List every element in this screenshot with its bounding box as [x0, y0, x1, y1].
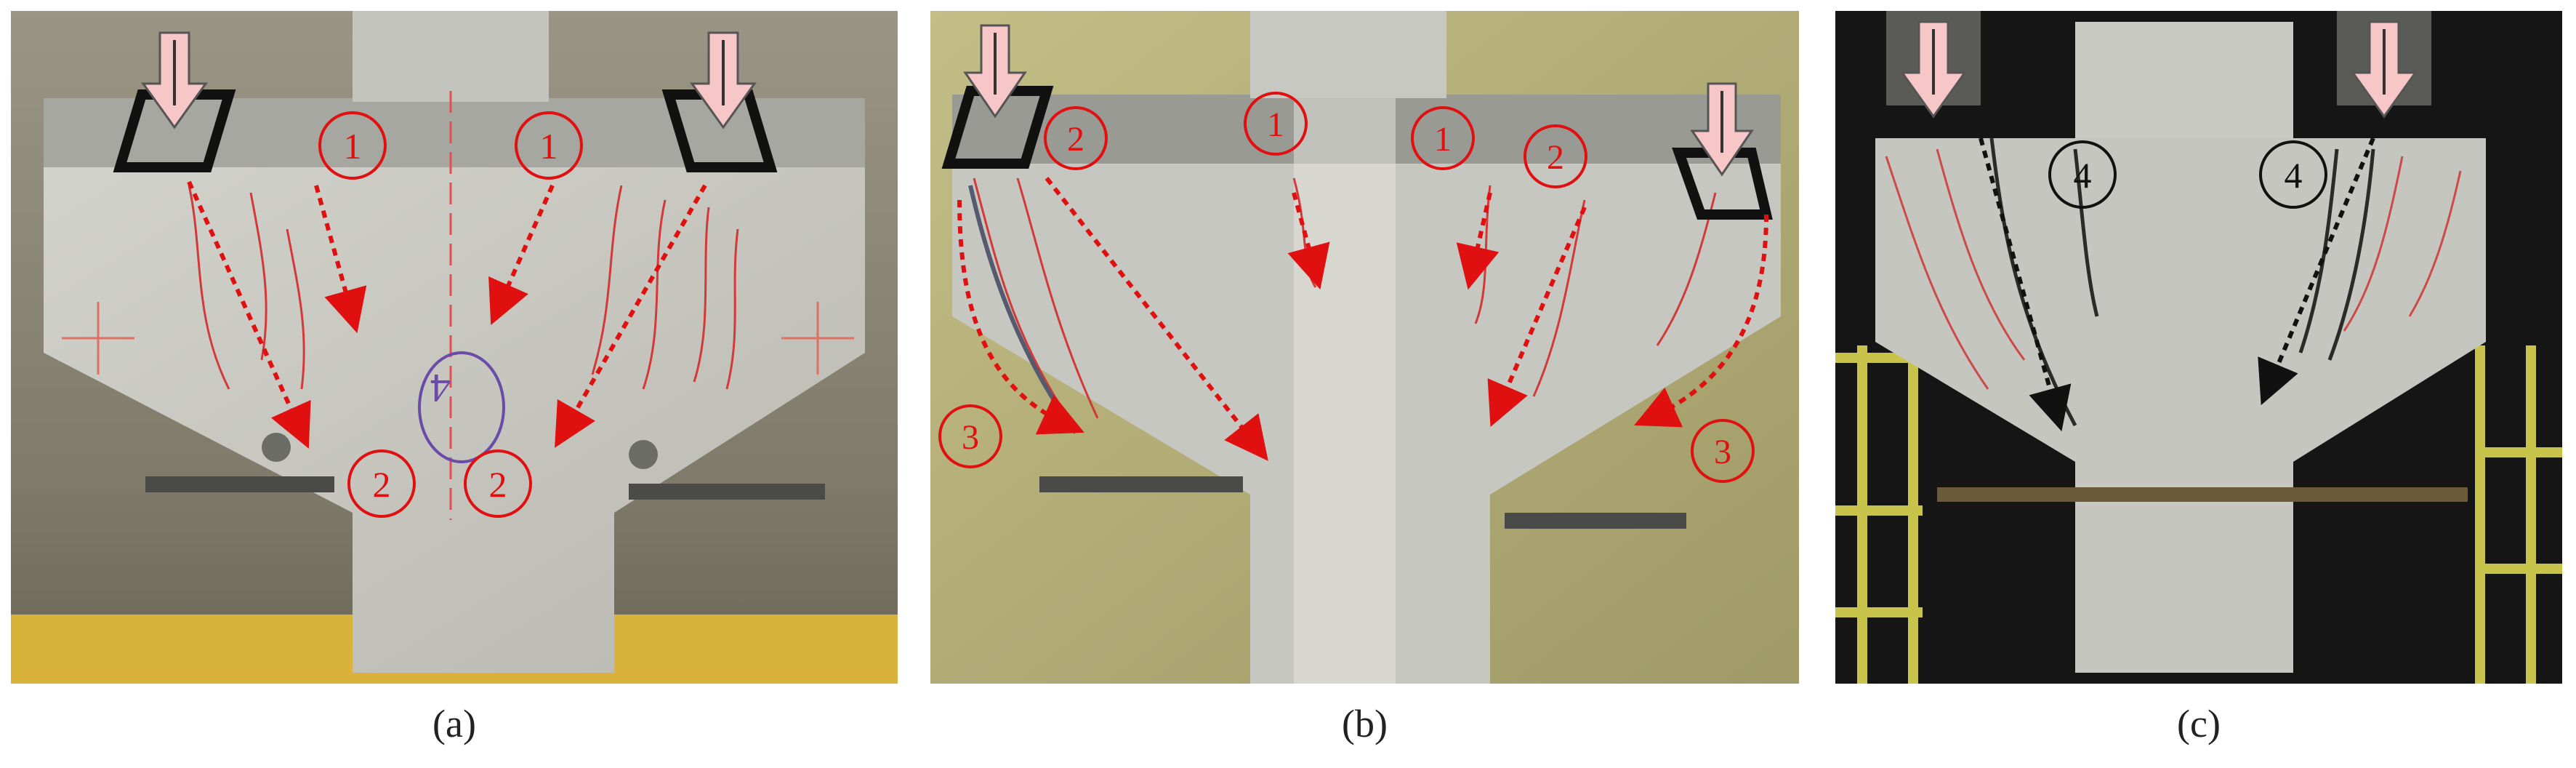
caption-c: (c) — [2177, 702, 2221, 745]
marker-ellipse — [418, 351, 505, 463]
circle-label-3-right: 3 — [1714, 433, 1731, 471]
caption-b: (b) — [1342, 702, 1388, 745]
crack-lines — [188, 185, 739, 390]
load-arrow-left — [963, 24, 1027, 119]
photo-panel-b: 2 1 1 2 3 3 — [930, 11, 1799, 684]
circle-labels — [318, 111, 583, 518]
crack-direction-arrows — [187, 180, 707, 449]
photo-panel-c: 4 4 — [1835, 11, 2562, 684]
circle-label-1-right: 1 — [540, 126, 558, 167]
bolt-left — [262, 433, 291, 462]
photo-b: 2 1 1 2 3 3 — [930, 11, 1799, 684]
circle-label-2-left: 2 — [1067, 120, 1084, 159]
circle-label-1-left: 1 — [344, 126, 362, 167]
photo-a: 4 1 1 2 2 — [11, 11, 898, 684]
circle-label-3-left: 3 — [962, 418, 979, 457]
load-arrow-left — [141, 31, 208, 129]
circle-label-2-right: 2 — [489, 464, 507, 505]
cross-marks — [62, 302, 854, 375]
column-stub — [353, 11, 549, 102]
circle-label-2-right: 2 — [1547, 138, 1564, 177]
column-highlight — [1294, 98, 1396, 684]
caption-a: (a) — [432, 702, 476, 745]
load-arrow-right — [2351, 20, 2418, 119]
load-arrow-right — [690, 31, 757, 129]
column-stub — [2075, 22, 2293, 138]
circle-label-4-right: 4 — [2285, 155, 2303, 196]
column-stub — [1250, 11, 1446, 98]
circle-label-1-left: 1 — [1267, 105, 1284, 144]
crack-direction-arrows — [1979, 137, 2375, 432]
bolt-right — [629, 440, 658, 469]
circle-label-4-left: 4 — [2074, 155, 2092, 196]
threaded-rod-left — [1039, 476, 1243, 492]
threaded-rod — [1937, 487, 2468, 502]
threaded-rod-right — [629, 484, 825, 500]
circle-label-1-right: 1 — [1434, 120, 1452, 159]
threaded-rod-left — [145, 476, 334, 492]
circle-labels — [2048, 140, 2327, 209]
load-arrow-left — [1900, 20, 1967, 119]
steel-plate-left — [941, 86, 1054, 169]
circle-label-2-left: 2 — [373, 464, 391, 505]
major-cracks — [1989, 137, 2375, 427]
steel-plate-left — [113, 89, 236, 172]
marker-text: 4 — [430, 365, 451, 410]
photo-panel-a: 4 1 1 2 2 — [11, 11, 898, 684]
load-arrow-right — [1690, 82, 1754, 177]
specimen-body — [1875, 138, 2486, 673]
specimen-body — [44, 167, 865, 673]
crack-lines — [1885, 148, 2462, 390]
photo-c: 4 4 — [1835, 11, 2562, 684]
crack-direction-arrows — [957, 177, 1768, 461]
threaded-rod-right — [1505, 513, 1686, 529]
circle-labels — [938, 92, 1755, 483]
